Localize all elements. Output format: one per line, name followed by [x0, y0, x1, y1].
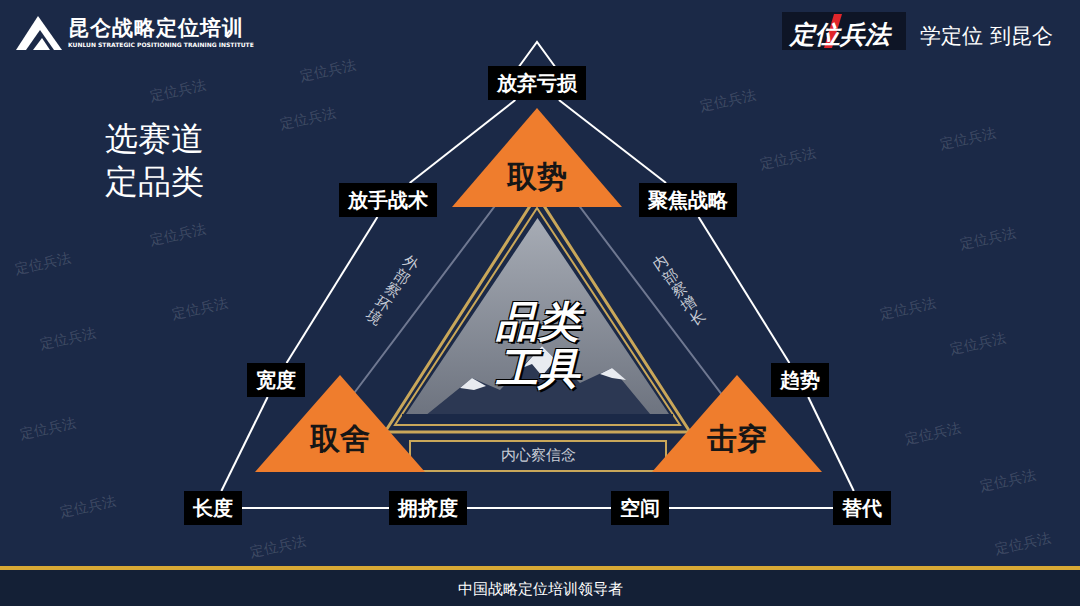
footer-caption: 中国战略定位培训领导者	[458, 580, 623, 599]
keyword-label: 空间	[620, 496, 660, 520]
core-triangle: 品类 工具	[402, 218, 673, 420]
keyword-box: 空间	[611, 491, 669, 525]
label-slot: 外部察环境	[363, 252, 422, 329]
gold-triangle-inner	[395, 208, 680, 425]
watermark: 定位兵法	[14, 249, 73, 278]
gold-triangle-outer	[385, 195, 690, 432]
logo-mountain	[16, 16, 62, 50]
watermark: 定位兵法	[171, 294, 230, 323]
label-slot: 定位兵法	[14, 249, 73, 278]
label-slot: 定位兵法	[59, 492, 118, 521]
strategy-triangle: 取势	[452, 108, 622, 207]
keyword-box: 聚焦战略	[639, 183, 737, 217]
side-note-vertical: 内部察增长	[650, 252, 709, 329]
watermark: 定位兵法	[939, 124, 998, 153]
keyword-box: 拥挤度	[389, 491, 467, 525]
strategy-label: 取舍	[255, 422, 425, 455]
label-slot: 定位兵法	[979, 466, 1038, 495]
watermark: 定位兵法	[19, 414, 78, 443]
label-slot: 定位兵法	[959, 224, 1018, 253]
watermark: 定位兵法	[299, 56, 358, 85]
band-note: 内心察信念	[501, 446, 576, 465]
keyword-box: 长度	[184, 491, 242, 525]
watermark: 定位兵法	[949, 329, 1008, 358]
title-slot: 选赛道 定品类	[105, 118, 230, 204]
watermark: 定位兵法	[879, 294, 938, 323]
watermark: 定位兵法	[279, 104, 338, 133]
slide-title: 选赛道 定品类	[105, 118, 230, 204]
watermark: 定位兵法	[149, 76, 208, 105]
brand-badge	[782, 12, 906, 50]
keyword-label: 放弃亏损	[497, 71, 577, 95]
caption-slot: 中国战略定位培训领导者	[0, 579, 1080, 599]
strategy-triangle: 取舍	[255, 375, 425, 472]
keyword-label: 宽度	[256, 368, 296, 392]
keyword-box: 趋势	[771, 363, 829, 397]
watermark: 定位兵法	[759, 144, 818, 173]
label-slot: 定位兵法	[759, 144, 818, 173]
triangle-side	[699, 217, 790, 363]
label-slot: 定位兵法	[299, 56, 358, 85]
footer-gold-line	[0, 566, 1080, 570]
watermark: 定位兵法	[249, 532, 308, 561]
triangle-side	[221, 397, 267, 491]
triangle-side	[669, 507, 833, 509]
side-note-vertical: 外部察环境	[363, 252, 422, 329]
brand-badge-text: 定位兵法	[790, 18, 890, 51]
label-slot: 内心察信念	[410, 445, 666, 465]
triangle-side	[467, 507, 611, 509]
label-slot: 定位兵法	[994, 529, 1053, 558]
label-slot: 定位兵法	[149, 220, 208, 249]
label-slot: KUNLUN STRATEGIC POSITIONING TRAINING IN…	[68, 41, 254, 48]
keyword-box: 放手战术	[339, 183, 437, 217]
label-slot: 定位兵法	[879, 294, 938, 323]
keyword-label: 趋势	[780, 368, 820, 392]
triangle-side	[287, 217, 378, 363]
keyword-label: 聚焦战略	[648, 188, 728, 212]
strategy-label: 取势	[452, 160, 622, 193]
core-label: 品类 工具	[488, 298, 588, 392]
keyword-box: 替代	[833, 491, 891, 525]
watermark: 定位兵法	[39, 324, 98, 353]
watermark: 定位兵法	[59, 492, 118, 521]
brand-name: 昆仑战略定位培训	[68, 14, 244, 42]
label-slot: 定位兵法	[249, 532, 308, 561]
label-slot: 内部察增长	[650, 252, 709, 329]
label-slot: 定位兵法	[279, 104, 338, 133]
watermark: 定位兵法	[699, 86, 758, 115]
label-slot: 定位兵法	[904, 419, 963, 448]
keyword-label: 长度	[193, 496, 233, 520]
label-slot: 定位兵法	[790, 18, 890, 51]
watermark: 定位兵法	[904, 419, 963, 448]
label-slot: 学定位 到昆仑	[920, 22, 1053, 50]
watermark: 定位兵法	[959, 224, 1018, 253]
triangle-side	[808, 397, 854, 491]
watermark: 定位兵法	[979, 466, 1038, 495]
label-slot: 定位兵法	[949, 329, 1008, 358]
footer-bar	[0, 570, 1080, 606]
label-slot: 定位兵法	[699, 86, 758, 115]
label-slot: 定位兵法	[19, 414, 78, 443]
belief-band	[410, 441, 666, 471]
label-slot: 昆仑战略定位培训	[68, 14, 244, 42]
triangle-apex	[518, 42, 556, 68]
triangle-side	[242, 507, 389, 509]
keyword-box: 放弃亏损	[488, 66, 586, 100]
strategy-triangle: 击穿	[652, 375, 822, 472]
keyword-label: 放手战术	[348, 188, 428, 212]
keyword-label: 替代	[842, 496, 882, 520]
watermark: 定位兵法	[149, 220, 208, 249]
label-slot: 定位兵法	[39, 324, 98, 353]
brand-english: KUNLUN STRATEGIC POSITIONING TRAINING IN…	[68, 41, 254, 48]
strategy-label: 击穿	[652, 422, 822, 455]
label-slot: 定位兵法	[149, 76, 208, 105]
keyword-label: 拥挤度	[398, 496, 458, 520]
label-slot: 定位兵法	[171, 294, 230, 323]
label-slot: 定位兵法	[939, 124, 998, 153]
slogan: 学定位 到昆仑	[920, 22, 1053, 50]
keyword-box: 宽度	[247, 363, 305, 397]
watermark: 定位兵法	[994, 529, 1053, 558]
